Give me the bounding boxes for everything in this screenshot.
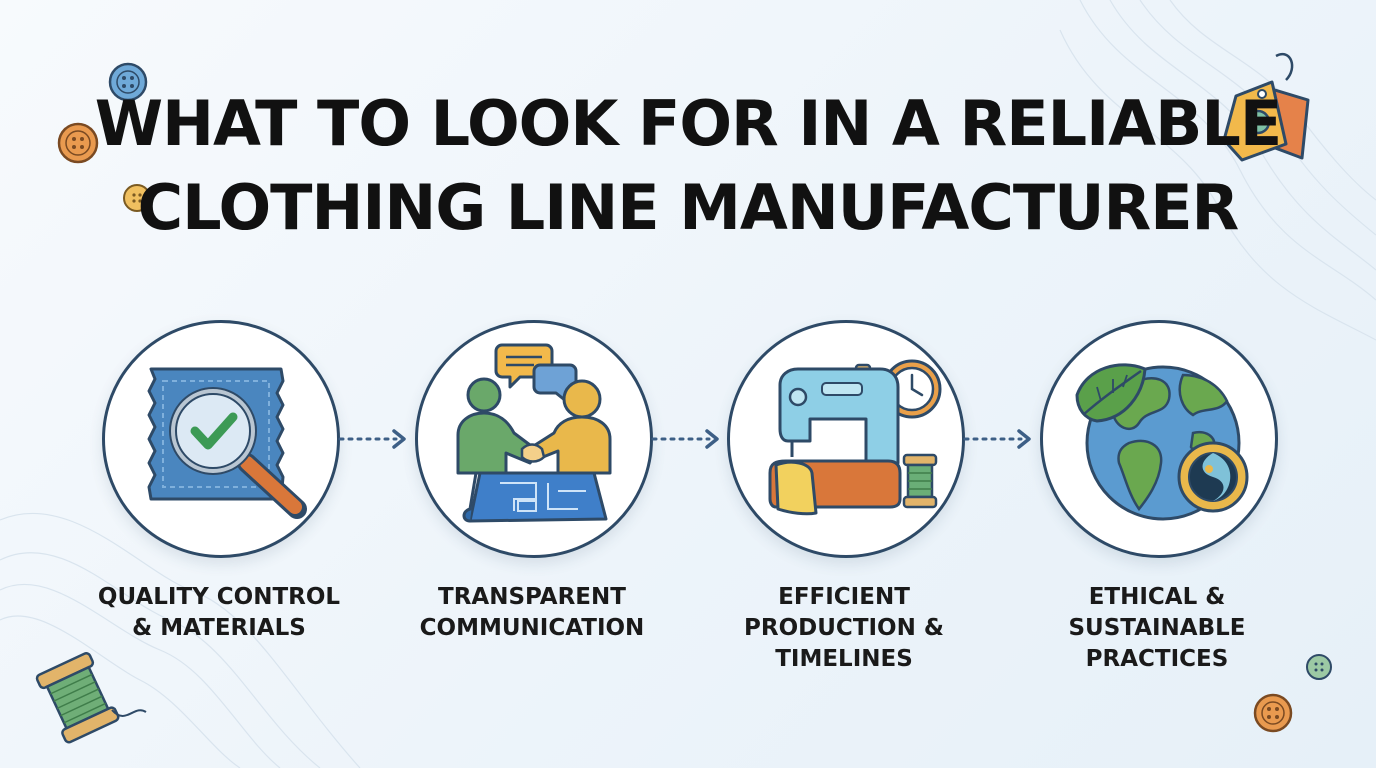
step-circle (1040, 320, 1278, 558)
title-line-1: WHAT TO LOOK FOR IN A RELIABLE (94, 87, 1283, 160)
step-label-line: & MATERIALS (132, 615, 306, 641)
step-circle (415, 320, 653, 558)
step-label-line: PRACTICES (1085, 646, 1229, 672)
step-label: QUALITY CONTROL & MATERIALS (89, 582, 349, 644)
orange-button-icon (57, 122, 99, 164)
small-green-button-icon (1306, 654, 1332, 680)
step-circle (102, 320, 340, 558)
step-label-line: PRODUCTION & (744, 615, 944, 641)
step-label-line: QUALITY CONTROL (97, 584, 341, 610)
dotted-arrow-icon (963, 429, 1031, 449)
step-label: EFFICIENT PRODUCTION & TIMELINES (714, 582, 974, 675)
price-tag-icon (1222, 52, 1310, 162)
step-transparent-communication: TRANSPARENT COMMUNICATION (402, 320, 662, 700)
magnifier-fabric-icon (147, 367, 307, 519)
step-label: TRANSPARENT COMMUNICATION (402, 582, 662, 644)
step-label-line: ETHICAL & (1088, 584, 1226, 610)
step-efficient-production: EFFICIENT PRODUCTION & TIMELINES (714, 320, 974, 700)
blue-button-icon (108, 62, 148, 102)
handshake-blueprint-icon (456, 343, 612, 523)
step-circle (727, 320, 965, 558)
yellow-button-icon (123, 184, 151, 212)
orange-button-bottom-icon (1253, 693, 1293, 733)
step-label-line: EFFICIENT (778, 584, 910, 610)
step-label-line: TRANSPARENT (438, 584, 626, 610)
step-label-line: COMMUNICATION (419, 615, 645, 641)
sewing-machine-clock-icon (768, 359, 942, 516)
dotted-arrow-icon (338, 429, 406, 449)
globe-leaf-icon (1075, 363, 1249, 521)
step-label-line: SUSTAINABLE (1068, 615, 1246, 641)
step-ethical-sustainable: ETHICAL & SUSTAINABLE PRACTICES (1027, 320, 1287, 700)
step-label: ETHICAL & SUSTAINABLE PRACTICES (1027, 582, 1287, 675)
title-line-2: CLOTHING LINE MANUFACTURER (137, 171, 1240, 244)
dotted-arrow-icon (651, 429, 719, 449)
step-label-line: TIMELINES (775, 646, 913, 672)
thread-spool-icon (35, 652, 147, 744)
page-title: WHAT TO LOOK FOR IN A RELIABLE CLOTHING … (0, 82, 1376, 250)
step-quality-control: QUALITY CONTROL & MATERIALS (89, 320, 349, 700)
